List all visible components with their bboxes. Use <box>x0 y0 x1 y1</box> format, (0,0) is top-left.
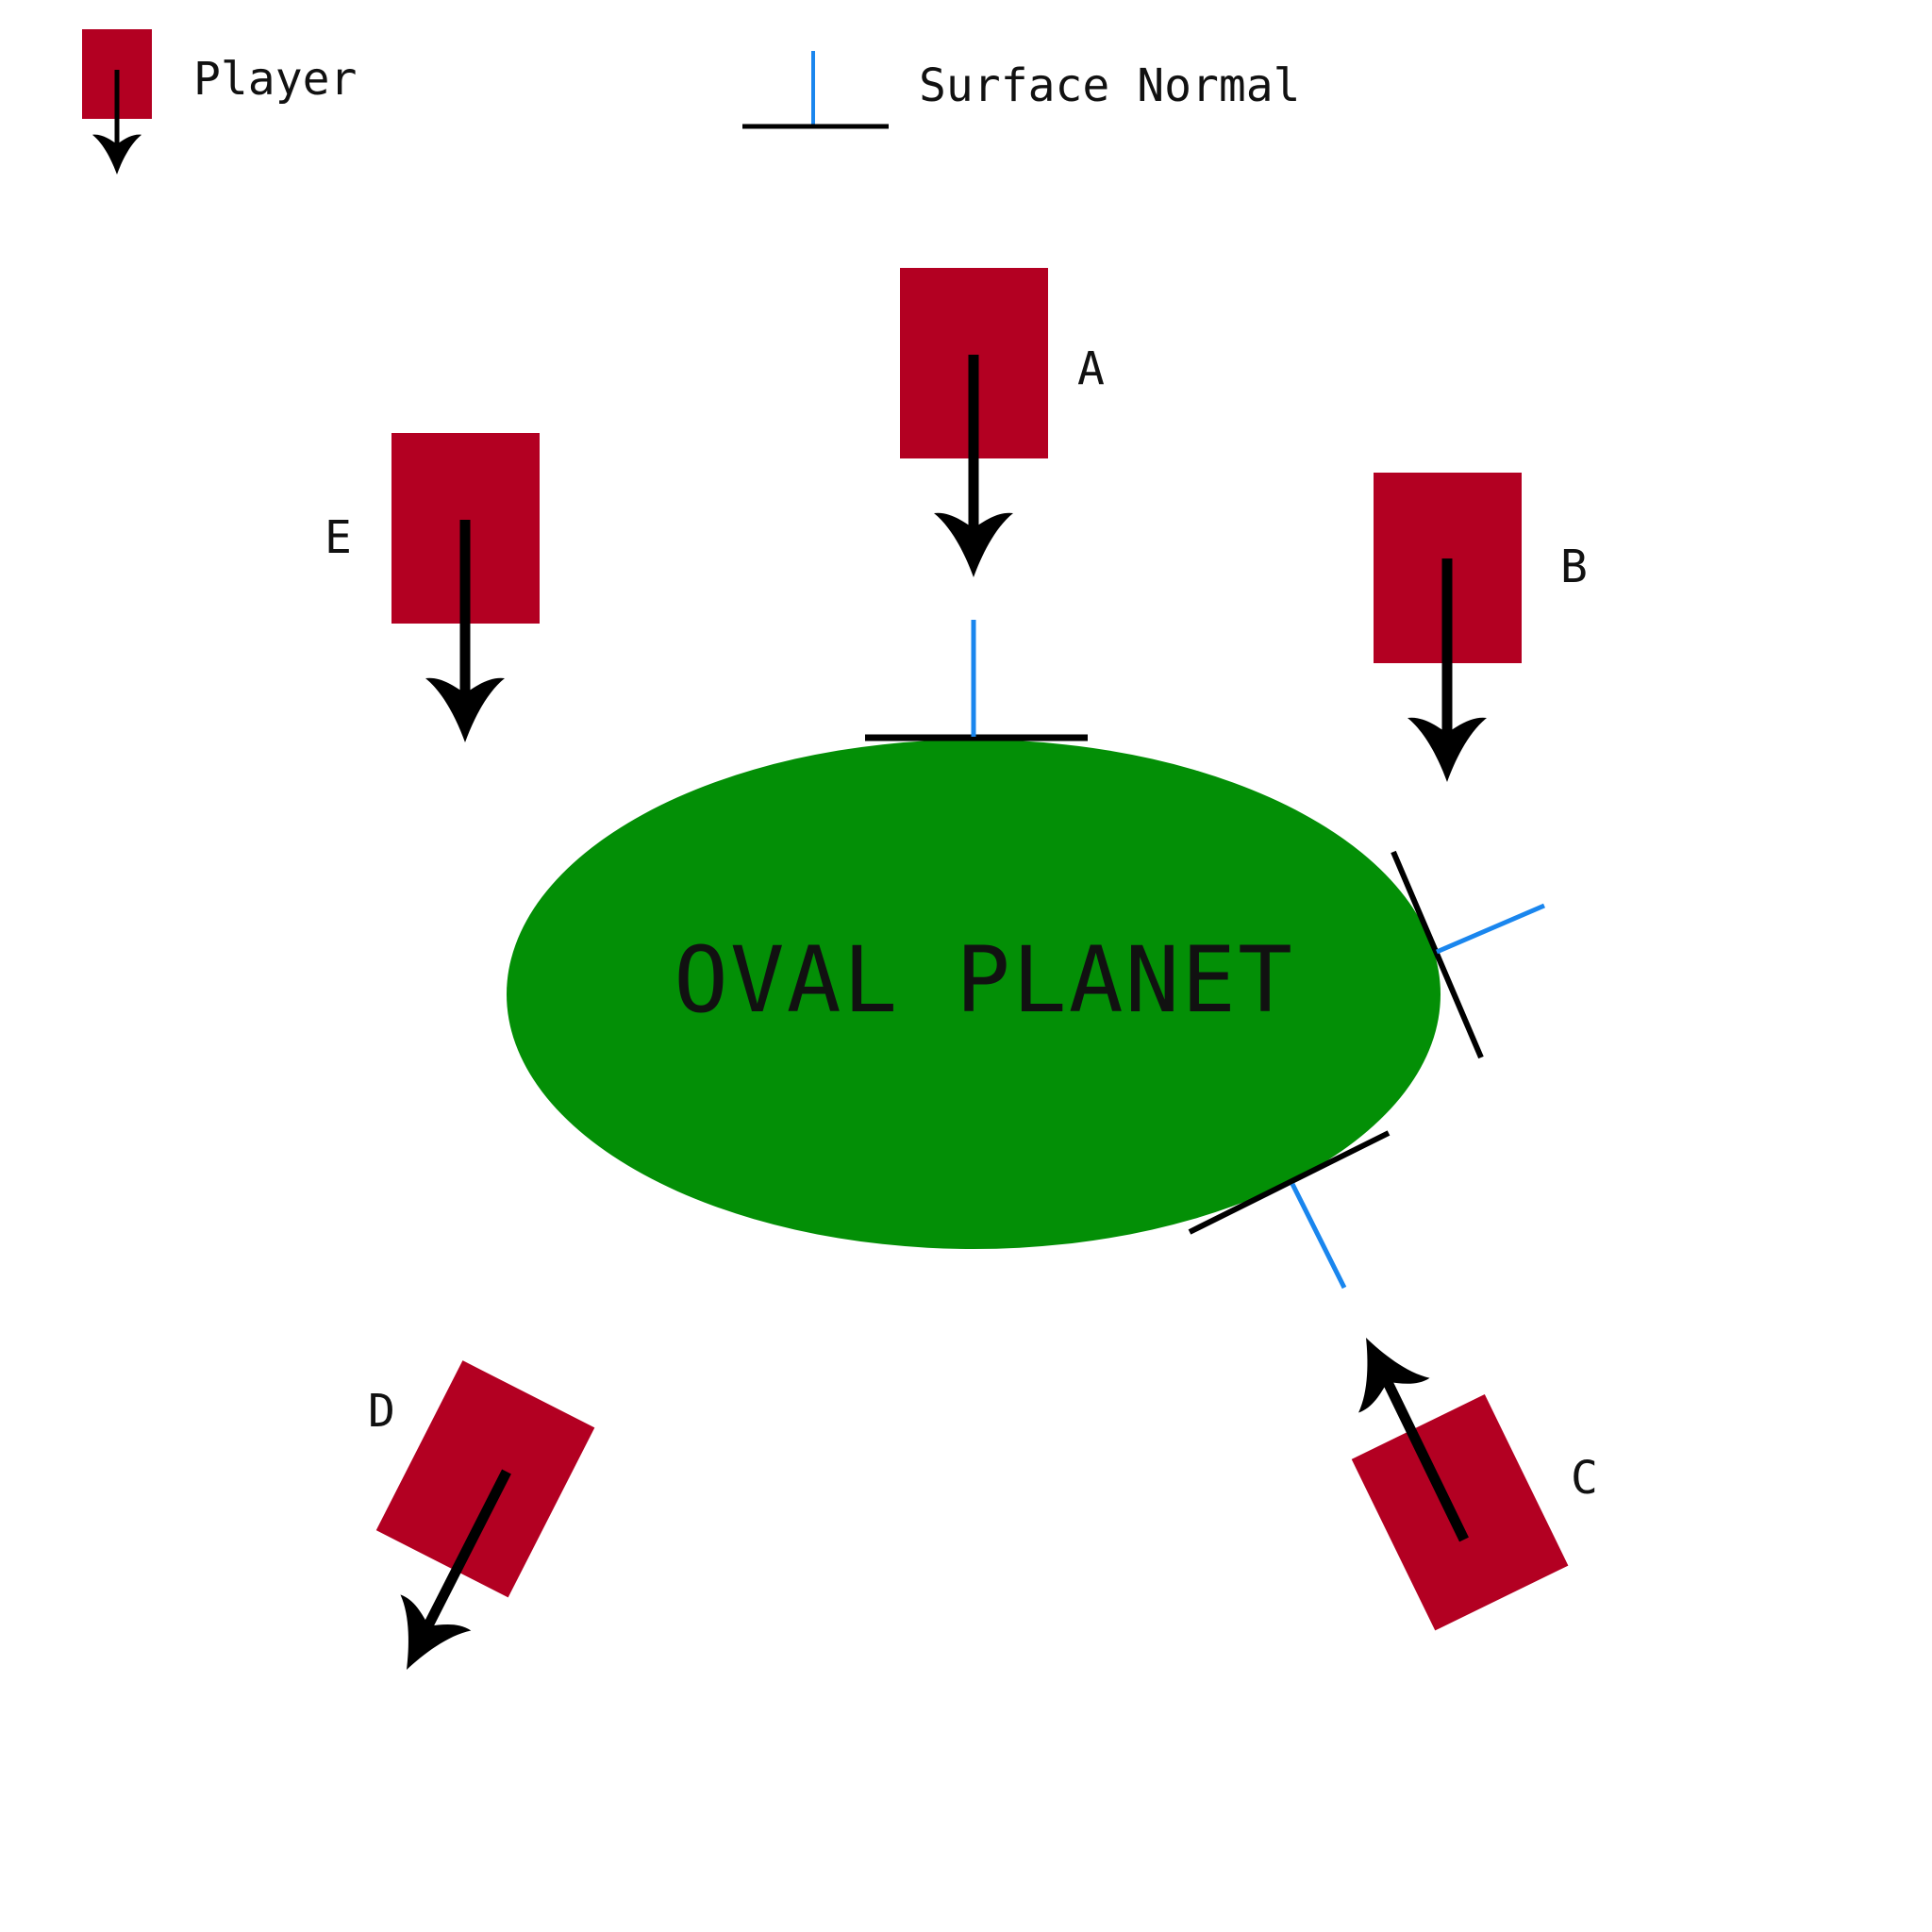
player-c: C <box>1330 1320 1598 1631</box>
player-c-label: C <box>1571 1452 1598 1505</box>
player-d-arrow-shaft <box>422 1469 511 1632</box>
surface-normal-top <box>865 620 1088 741</box>
player-c-arrow-head <box>1330 1320 1430 1413</box>
player-b: B <box>1374 473 1588 782</box>
legend-normal-label: Surface Normal <box>919 59 1301 112</box>
player-e-label: E <box>325 511 352 564</box>
normal-line-right <box>1436 903 1545 955</box>
surface-normal-right <box>1391 850 1545 1059</box>
player-d-label: D <box>368 1385 395 1438</box>
player-a: A <box>900 268 1105 577</box>
planet-body <box>507 740 1441 1249</box>
tangent-line-right <box>1391 850 1484 1059</box>
legend-player: Player <box>82 29 357 175</box>
player-c-body <box>1351 1394 1569 1631</box>
legend-surface-normal: Surface Normal <box>742 51 1301 129</box>
player-b-label: B <box>1560 541 1588 593</box>
player-d: D <box>368 1360 595 1689</box>
oval-planet: OVAL PLANET <box>507 740 1441 1249</box>
planet-label: OVAL PLANET <box>674 927 1294 1033</box>
player-a-label: A <box>1077 342 1105 395</box>
legend: Player Surface Normal <box>82 29 1301 175</box>
player-d-arrow-head <box>371 1594 472 1689</box>
tangent-line-lower-right <box>1188 1130 1391 1235</box>
player-e: E <box>325 433 540 742</box>
legend-player-label: Player <box>193 53 357 106</box>
normal-line-lower-right <box>1290 1182 1347 1290</box>
player-d-body <box>375 1360 595 1598</box>
player-c-arrow-shaft <box>1378 1370 1469 1542</box>
surface-normal-lower-right <box>1188 1130 1391 1290</box>
